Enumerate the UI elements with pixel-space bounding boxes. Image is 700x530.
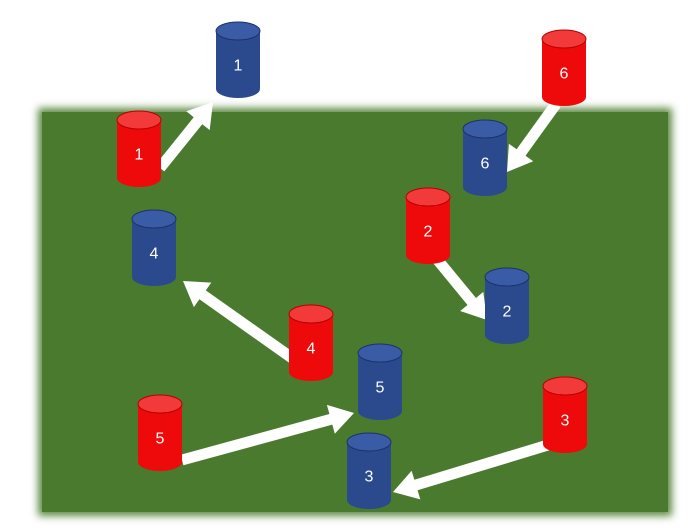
arrow-2 <box>431 254 487 320</box>
arrow-4 <box>183 281 296 363</box>
red-cylinder-5: 5 <box>137 394 183 471</box>
blue-cylinder-1: 1 <box>215 21 261 98</box>
red-cylinder-2: 2 <box>405 187 451 264</box>
red-cylinder-label: 1 <box>135 147 144 164</box>
blue-cylinder-4: 4 <box>131 209 177 286</box>
red-cylinder-label: 3 <box>561 413 570 430</box>
blue-cylinder-label: 1 <box>234 58 243 75</box>
red-cylinder-label: 4 <box>307 341 316 358</box>
red-cylinder-3: 3 <box>542 376 588 453</box>
cylinders-layer: 1 1 2 2 3 3 4 4 <box>116 21 588 509</box>
blue-cylinder-3: 3 <box>346 432 392 509</box>
red-cylinder-label: 6 <box>560 66 569 83</box>
blue-cylinder-2: 2 <box>484 267 530 344</box>
blue-cylinder-label: 3 <box>365 469 374 486</box>
arrow-1 <box>155 102 213 172</box>
blue-cylinder-label: 6 <box>481 156 490 173</box>
arrows-layer <box>155 100 561 500</box>
red-cylinder-6: 6 <box>541 29 587 106</box>
arrow-5 <box>180 404 354 466</box>
arrow-3 <box>393 439 550 500</box>
blue-cylinder-label: 5 <box>376 380 385 397</box>
blue-cylinder-6: 6 <box>462 119 508 196</box>
red-cylinder-label: 5 <box>156 431 165 448</box>
red-cylinder-4: 4 <box>288 304 334 381</box>
red-cylinder-label: 2 <box>424 224 433 241</box>
blue-cylinder-5: 5 <box>357 343 403 420</box>
arrow-6 <box>507 100 561 172</box>
blue-cylinder-label: 4 <box>150 246 159 263</box>
red-cylinder-1: 1 <box>116 110 162 187</box>
blue-cylinder-label: 2 <box>503 304 512 321</box>
